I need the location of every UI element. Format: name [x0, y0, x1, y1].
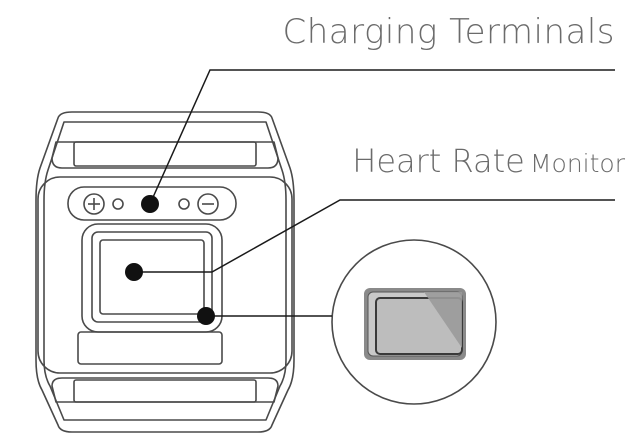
top-band-slot [51, 141, 279, 169]
bottom-band-slot [51, 377, 279, 403]
terminal-hole-right [178, 198, 190, 210]
sensor-window-inner [99, 239, 205, 315]
plus-circle-icon [83, 193, 105, 215]
magnifier-anchor-dot [197, 307, 215, 325]
heart-rate-label-main: Heart Rate [352, 142, 525, 180]
rear-face [37, 176, 293, 374]
sensor-magnifier [331, 239, 497, 405]
lower-pad [77, 331, 223, 365]
heart-rate-monitor-label: Heart Rate Monitor [352, 142, 625, 180]
heart-rate-anchor-dot [125, 263, 143, 281]
top-band-slot-inner [73, 141, 257, 167]
sensor-closeup-film [424, 292, 462, 348]
watch-body-inner-outline [43, 121, 287, 421]
watch-body-outline [35, 111, 295, 433]
charging-leader-line [149, 69, 615, 205]
minus-circle-icon [197, 193, 219, 215]
heart-rate-label-secondary: Monitor [529, 149, 625, 178]
bottom-band-slot-inner [73, 379, 257, 403]
heart-rate-leader-line [134, 199, 615, 273]
sensor-window-outer [91, 231, 213, 323]
terminal-hole-left [112, 198, 124, 210]
terminal-strip [67, 186, 237, 221]
charging-anchor-dot [141, 195, 159, 213]
charging-terminals-label: Charging Terminals [282, 12, 615, 52]
